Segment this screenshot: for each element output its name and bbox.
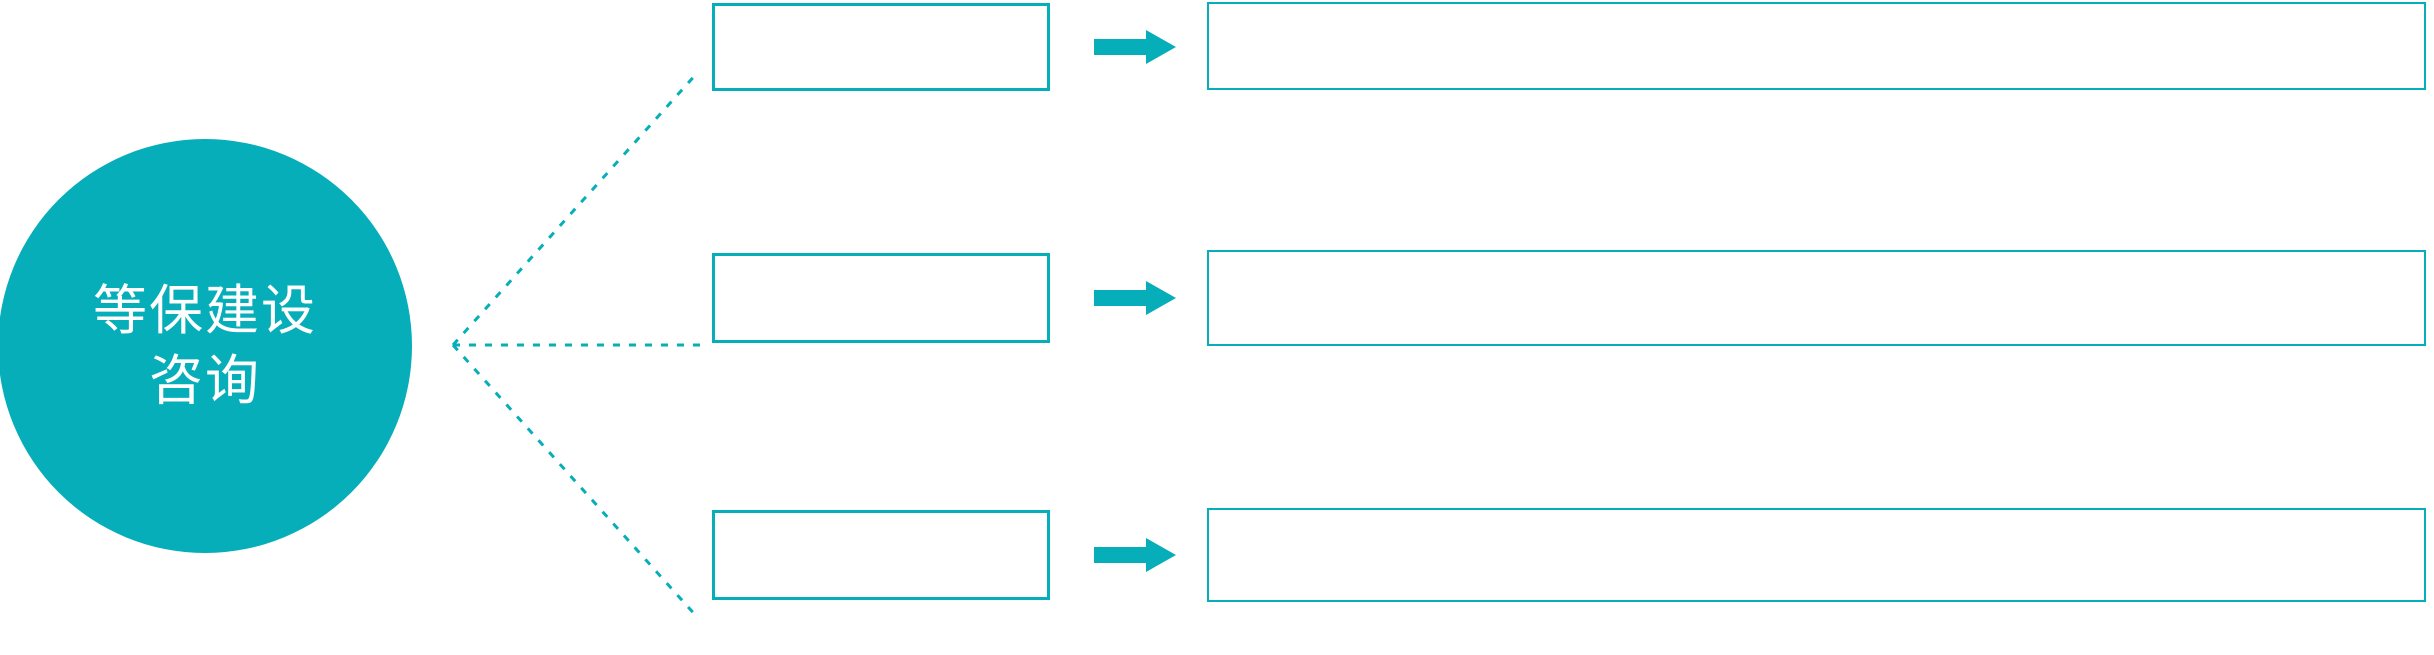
stage-box-3[interactable] [712,510,1050,600]
detail-box-2[interactable] [1207,250,2426,346]
detail-box-3[interactable] [1207,508,2426,602]
detail-box-1[interactable] [1207,2,2426,90]
stage-box-1[interactable] [712,3,1050,91]
right-arrow-icon-2 [1094,281,1176,315]
hub-title-line-2: 咨询 [149,351,261,411]
right-arrow-icon-3 [1094,538,1176,572]
hub-circle[interactable]: 等保建设 咨询 [0,139,412,553]
hub-title-line-1: 等保建设 [93,280,317,341]
connector-branch-3 [451,343,700,620]
right-arrow-icon-1 [1094,30,1176,64]
connector-branch-1 [451,70,700,347]
stage-box-2[interactable] [712,253,1050,343]
